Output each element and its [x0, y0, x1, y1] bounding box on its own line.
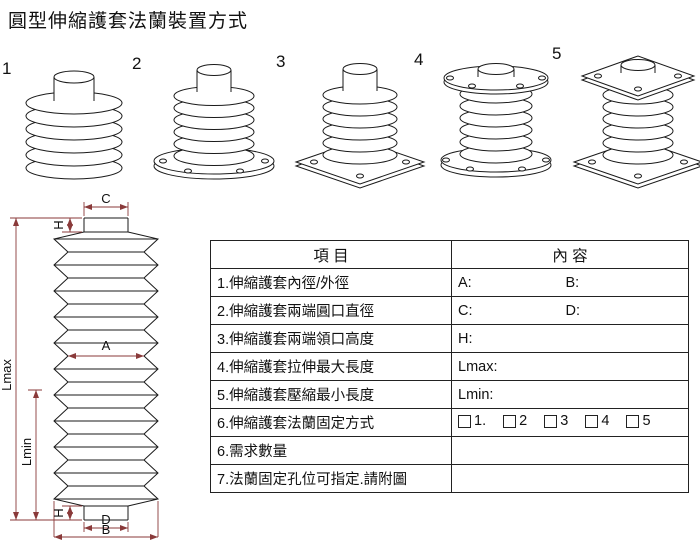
- flange-option-2-label: 2: [519, 413, 528, 430]
- spec-row: 6.伸縮護套法蘭固定方式 1. 2 3 4 5: [210, 408, 689, 437]
- bellows-round-flanges-both-drawing: [440, 63, 552, 178]
- flange-option-3-label: 3: [560, 413, 569, 430]
- flange-option-5: 5: [626, 413, 651, 430]
- variant-4-number: 4: [414, 50, 424, 69]
- spec-content-cell: Lmax:: [451, 352, 689, 381]
- variant-5: 5: [552, 40, 700, 192]
- value-label-a: A:: [458, 274, 472, 291]
- spec-header-row: 項 目 內 容: [210, 240, 689, 269]
- dim-label-h-bottom: H: [51, 508, 66, 517]
- flange-option-1: 1.: [458, 413, 486, 429]
- spec-row: 3.伸縮護套兩端領口高度 H:: [210, 324, 689, 353]
- flange-option-2-checkbox[interactable]: [503, 414, 517, 428]
- spec-content-cell-empty: [451, 436, 689, 465]
- dim-label-lmin: Lmin: [19, 438, 34, 466]
- value-label-lmin: Lmin:: [458, 386, 494, 403]
- dim-label-h-top: H: [51, 220, 66, 229]
- dimension-drawing: C H A Lmax Lmin H D B: [2, 190, 212, 542]
- bellows-plain-drawing: [25, 70, 123, 180]
- variant-4: 4: [414, 46, 562, 190]
- spec-content-cell: C: D:: [451, 296, 689, 325]
- value-label-h: H:: [458, 330, 473, 347]
- flange-option-3-checkbox[interactable]: [544, 414, 558, 428]
- variant-1: 1: [2, 55, 130, 181]
- spec-item-label: 6.伸縮護套法蘭固定方式: [210, 408, 452, 437]
- flange-option-5-label: 5: [642, 413, 651, 430]
- spec-item-label: 4.伸縮護套拉伸最大長度: [210, 352, 452, 381]
- flange-option-3: 3: [544, 413, 568, 429]
- variant-3: 3: [276, 48, 428, 190]
- spec-header-content: 內 容: [451, 240, 689, 269]
- value-label-lmax: Lmax:: [458, 358, 498, 375]
- flange-option-4-checkbox[interactable]: [585, 414, 599, 428]
- spec-table: 項 目 內 容 1.伸縮護套內徑/外徑 A: B: 2.伸縮護套兩端圓口直徑 C:…: [210, 240, 689, 493]
- bellows-round-flange-drawing: [153, 64, 275, 180]
- spec-content-cell-empty: [451, 464, 689, 493]
- variant-3-number: 3: [276, 52, 286, 71]
- variant-2: 2: [132, 50, 280, 188]
- spec-row: 2.伸縮護套兩端圓口直徑 C: D:: [210, 296, 689, 325]
- dim-label-b: B: [102, 522, 111, 537]
- bellows-square-flanges-both-drawing: [572, 55, 700, 189]
- flange-options-cell: 1. 2 3 4 5: [451, 408, 689, 437]
- bellows-square-flange-drawing: [294, 63, 427, 189]
- variant-2-number: 2: [132, 54, 142, 73]
- spec-item-label: 2.伸縮護套兩端圓口直徑: [210, 296, 452, 325]
- spec-row: 4.伸縮護套拉伸最大長度 Lmax:: [210, 352, 689, 381]
- spec-item-label: 7.法蘭固定孔位可指定.請附圖: [210, 464, 452, 493]
- value-label-d: D:: [565, 302, 581, 319]
- flange-option-5-checkbox[interactable]: [626, 414, 640, 428]
- spec-item-label: 3.伸縮護套兩端領口高度: [210, 324, 452, 353]
- flange-option-1-checkbox[interactable]: [458, 414, 471, 428]
- dim-label-c: C: [101, 191, 110, 206]
- page-title: 圓型伸縮護套法蘭裝置方式: [8, 11, 249, 32]
- spec-row: 6.需求數量: [210, 436, 689, 465]
- spec-item-label: 5.伸縮護套壓縮最小長度: [210, 380, 452, 409]
- flange-option-4: 4: [585, 413, 609, 429]
- value-label-c: C:: [458, 302, 473, 319]
- spec-header-item: 項 目: [210, 240, 452, 269]
- spec-row: 7.法蘭固定孔位可指定.請附圖: [210, 464, 689, 493]
- flange-option-4-label: 4: [601, 413, 610, 430]
- spec-table-wrap: 項 目 內 容 1.伸縮護套內徑/外徑 A: B: 2.伸縮護套兩端圓口直徑 C:…: [210, 240, 689, 493]
- dim-label-lmax: Lmax: [2, 359, 14, 391]
- spec-item-label: 1.伸縮護套內徑/外徑: [210, 268, 452, 297]
- flange-option-2: 2: [503, 413, 527, 429]
- value-label-b: B:: [565, 274, 580, 291]
- spec-row: 1.伸縮護套內徑/外徑 A: B:: [210, 268, 689, 297]
- spec-row: 5.伸縮護套壓縮最小長度 Lmin:: [210, 380, 689, 409]
- dim-label-a: A: [102, 338, 111, 353]
- variant-5-number: 5: [552, 44, 562, 63]
- flange-option-1-label: 1.: [474, 413, 487, 430]
- dimension-drawing-svg: C H A Lmax Lmin H D B: [2, 191, 160, 540]
- variant-1-number: 1: [2, 59, 12, 78]
- spec-item-label: 6.需求數量: [210, 436, 452, 465]
- spec-content-cell: A: B:: [451, 268, 689, 297]
- dim-label-d: D: [101, 512, 110, 527]
- spec-content-cell: H:: [451, 324, 689, 353]
- spec-content-cell: Lmin:: [451, 380, 689, 409]
